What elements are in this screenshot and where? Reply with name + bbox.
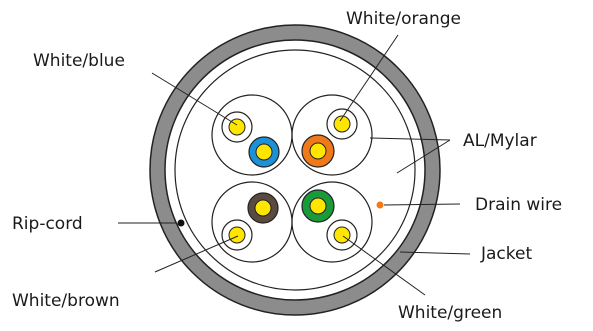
leader-jacket [399,251,471,255]
label-white-blue: White/blue [33,51,125,71]
leader-al-mylar-b [396,139,451,174]
label-al-mylar: AL/Mylar [463,131,537,151]
al-mylar-foil-ring [174,49,416,291]
leader-al-mylar-a [369,137,451,141]
leader-white-green [342,235,426,296]
leader-white-orange [339,34,399,122]
cable-interior [164,39,426,301]
pair-shield-orange [291,94,373,176]
label-white-brown: White/brown [12,291,120,311]
label-white-green: White/green [398,303,502,323]
green-conductor-core [309,197,327,215]
label-white-orange: White/orange [346,9,461,29]
white-orange-conductor-core [333,115,351,133]
label-jacket: Jacket [480,244,532,264]
pair-shield-green [291,181,373,263]
leader-drain-wire [383,203,461,206]
leader-white-brown [154,235,239,273]
orange-conductor-core [309,142,327,160]
brown-conductor-core [254,199,272,217]
white-brown-conductor-core [228,226,246,244]
white-green-conductor-core [333,226,351,244]
label-rip-cord: Rip-cord [12,214,83,234]
leader-white-blue [151,72,238,126]
drain-wire-dot [376,201,384,209]
label-drain-wire: Drain wire [475,195,562,215]
ripcord-dot [177,219,185,227]
blue-conductor-core [255,143,273,161]
